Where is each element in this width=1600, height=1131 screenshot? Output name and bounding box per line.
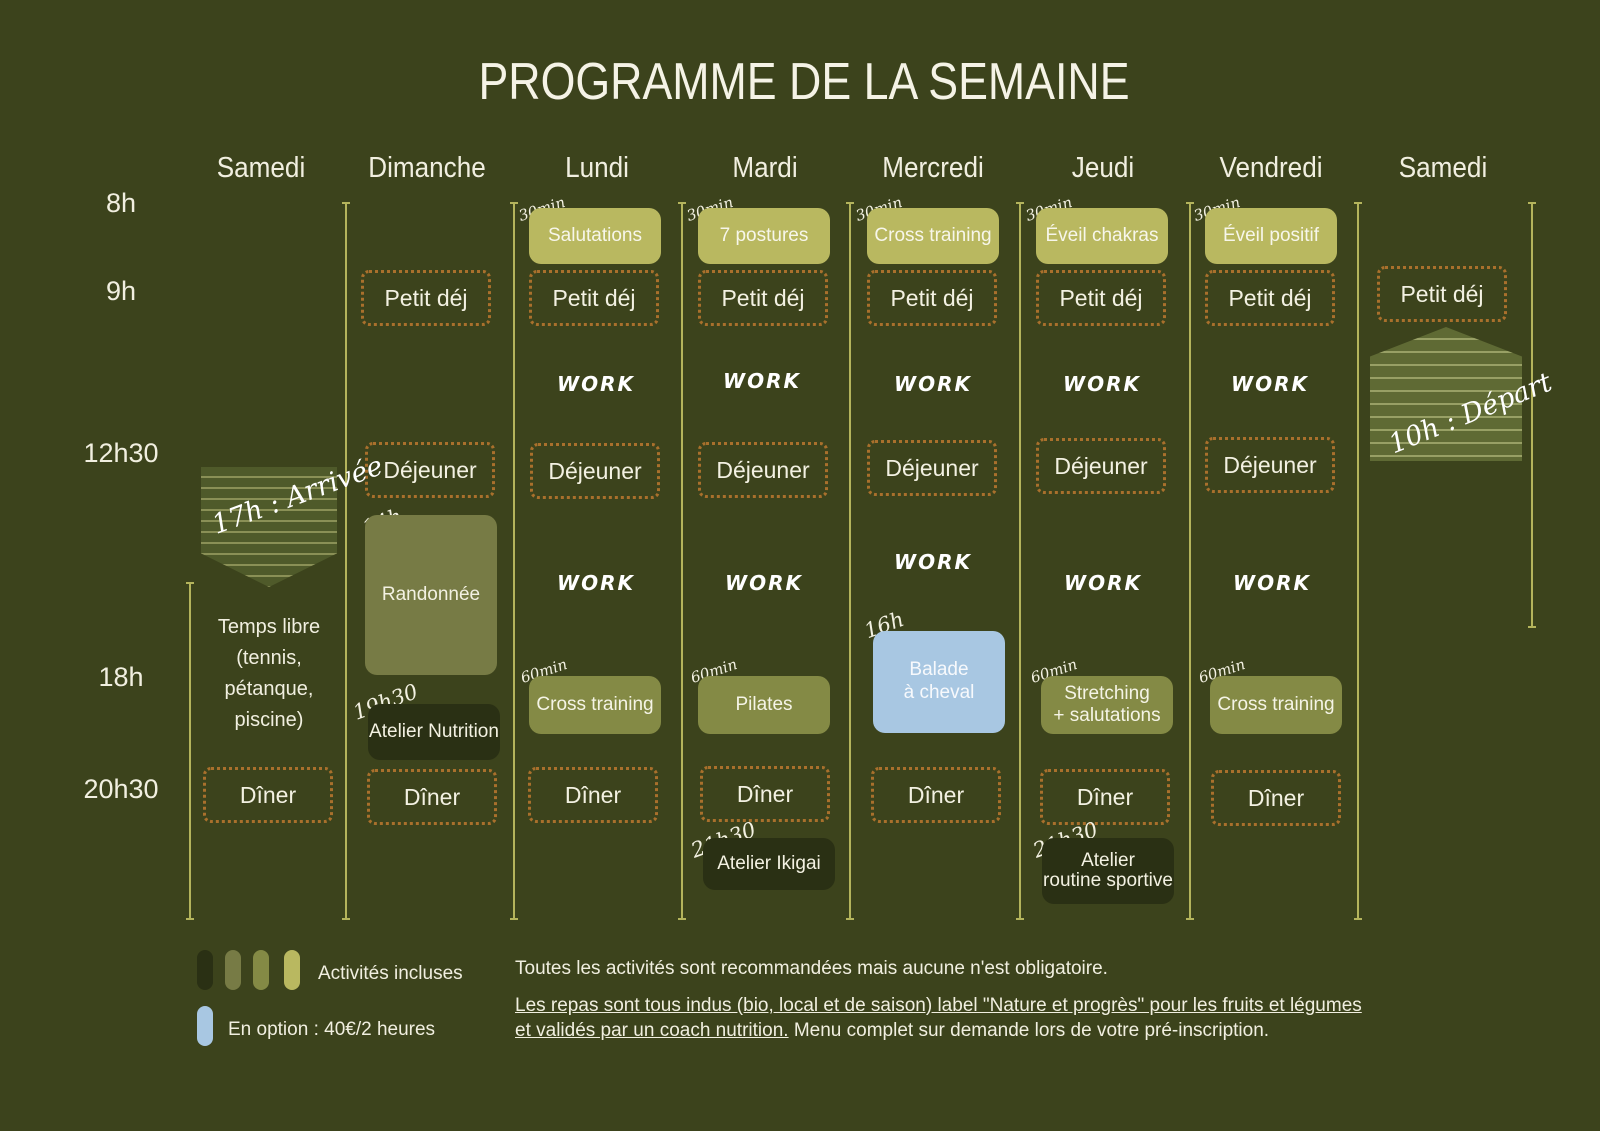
work-label-lundi-am: WORK	[557, 372, 635, 396]
morning-session-jeudi: Éveil chakras	[1036, 208, 1168, 264]
note-nutrition-coach: et validés par un coach nutrition.	[515, 1020, 789, 1041]
horse-ride-line: à cheval	[903, 682, 975, 703]
day-header-samedi-depart: Samedi	[1398, 152, 1488, 184]
column-line-samedi-end	[1528, 202, 1536, 628]
evening-session-vendredi: Cross training	[1210, 676, 1342, 734]
column-line-samedi	[186, 582, 194, 920]
departure-badge	[1370, 327, 1522, 461]
breakfast-lundi: Petit déj	[529, 270, 659, 326]
day-header-mercredi: Mercredi	[882, 152, 984, 184]
lunch-vendredi: Déjeuner	[1205, 437, 1335, 493]
dinner-samedi: Dîner	[203, 767, 333, 823]
dinner-lundi: Dîner	[528, 767, 658, 823]
breakfast-mardi: Petit déj	[698, 270, 828, 326]
evening-session-jeudi-line: + salutations	[1053, 705, 1161, 726]
day-header-vendredi: Vendredi	[1219, 152, 1323, 184]
time-label-12h30: 12h30	[83, 438, 159, 468]
dinner-mardi: Dîner	[700, 766, 830, 822]
work-label-jeudi-pm: WORK	[1064, 571, 1142, 595]
time-label-8h: 8h	[105, 188, 137, 218]
free-time-line: piscine)	[234, 709, 304, 731]
breakfast-mercredi: Petit déj	[867, 270, 997, 326]
legend-swatch-light	[284, 950, 300, 990]
column-line-samedi-start	[1354, 202, 1362, 920]
lunch-lundi: Déjeuner	[530, 443, 660, 499]
work-label-vendredi-am: WORK	[1231, 372, 1309, 396]
sport-routine-workshop: Atelier routine sportive	[1042, 838, 1174, 904]
work-label-mercredi-pm: WORK	[894, 550, 972, 574]
free-time-line: pétanque,	[224, 678, 314, 700]
day-header-samedi: Samedi	[216, 152, 306, 184]
time-label-20h30: 20h30	[83, 774, 159, 804]
lunch-dimanche: Déjeuner	[365, 442, 495, 498]
evening-session-jeudi-line: Stretching	[1064, 683, 1150, 705]
dinner-jeudi: Dîner	[1040, 769, 1170, 825]
breakfast-vendredi: Petit déj	[1205, 270, 1335, 326]
dinner-dimanche: Dîner	[367, 769, 497, 825]
day-header-dimanche: Dimanche	[368, 152, 486, 184]
legend-option-label: En option : 40€/2 heures	[228, 1019, 436, 1040]
work-label-mardi-pm: WORK	[725, 571, 803, 595]
morning-session-mercredi: Cross training	[867, 208, 999, 264]
horse-ride-activity: Balade à cheval	[873, 631, 1005, 733]
note-meals-line: Les repas sont tous indus (bio, local et…	[515, 995, 1362, 1016]
hike-activity: Randonnée	[365, 515, 497, 675]
legend-included-label: Activités incluses	[318, 963, 463, 984]
lunch-mardi: Déjeuner	[698, 442, 828, 498]
free-time-line: (tennis,	[236, 647, 302, 669]
breakfast-dimanche: Petit déj	[361, 270, 491, 326]
ikigai-workshop: Atelier Ikigai	[703, 838, 835, 890]
sport-routine-workshop-line: Atelier	[1081, 850, 1135, 872]
legend-swatch-dark	[197, 950, 213, 990]
legend-swatch-option	[197, 1006, 213, 1046]
work-label-vendredi-pm: WORK	[1233, 571, 1311, 595]
day-header-jeudi: Jeudi	[1071, 152, 1135, 184]
note-menu-request: Menu complet sur demande lors de votre p…	[788, 1020, 1270, 1041]
free-time-text: Temps libre (tennis, pétanque, piscine)	[194, 612, 344, 736]
lunch-mercredi: Déjeuner	[867, 440, 997, 496]
evening-session-jeudi: Stretching + salutations	[1041, 676, 1173, 734]
nutrition-workshop: Atelier Nutrition	[368, 704, 500, 760]
column-line-dimanche	[342, 202, 350, 920]
morning-session-mardi: 7 postures	[698, 208, 830, 264]
morning-session-vendredi: Éveil positif	[1205, 208, 1337, 264]
work-label-mardi-am: WORK	[723, 369, 801, 393]
column-line-vendredi	[1186, 202, 1194, 920]
horse-ride-line: Balade	[909, 659, 969, 681]
legend-swatch-mid	[253, 950, 269, 990]
work-label-lundi-pm: WORK	[557, 571, 635, 595]
lunch-jeudi: Déjeuner	[1036, 438, 1166, 494]
morning-session-lundi: Salutations	[529, 208, 661, 264]
note-recommendation: Toutes les activités sont recommandées m…	[515, 958, 1108, 979]
time-label-9h: 9h	[105, 276, 137, 306]
breakfast-samedi: Petit déj	[1377, 266, 1507, 322]
work-label-mercredi-am: WORK	[894, 372, 972, 396]
breakfast-jeudi: Petit déj	[1036, 270, 1166, 326]
note-meals-continuation: et validés par un coach nutrition. Menu …	[515, 1018, 1269, 1043]
day-header-lundi: Lundi	[565, 152, 629, 184]
column-line-jeudi	[1016, 202, 1024, 920]
free-time-line: Temps libre	[217, 616, 321, 638]
column-line-lundi	[510, 202, 518, 920]
column-line-mardi	[678, 202, 686, 920]
time-label-18h: 18h	[98, 662, 144, 692]
work-label-jeudi-am: WORK	[1063, 372, 1141, 396]
evening-session-mardi: Pilates	[698, 676, 830, 734]
evening-session-lundi: Cross training	[529, 676, 661, 734]
sport-routine-workshop-line: routine sportive	[1043, 870, 1173, 891]
day-header-mardi: Mardi	[732, 152, 798, 184]
page-title: PROGRAMME DE LA SEMAINE	[478, 53, 1130, 111]
dinner-mercredi: Dîner	[871, 767, 1001, 823]
legend-swatch-olive	[225, 950, 241, 990]
dinner-vendredi: Dîner	[1211, 770, 1341, 826]
column-line-mercredi	[846, 202, 854, 920]
